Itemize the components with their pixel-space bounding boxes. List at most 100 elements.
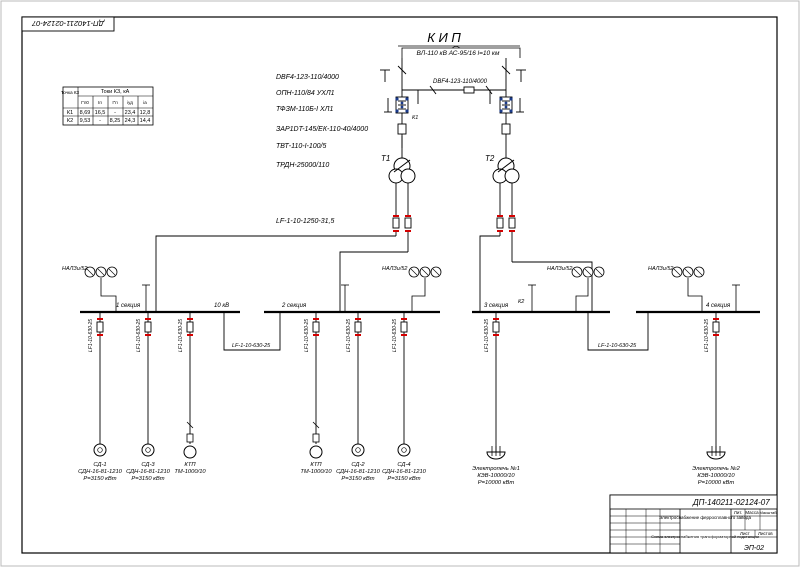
consumer-power: P=3150 кВт [387, 476, 420, 482]
equipment-labels: DBF4-123-110/4000 ОПН-110/84 УХЛ1 ТФЗМ-1… [276, 74, 368, 225]
vt-connections [100, 278, 740, 312]
feeder-breaker [492, 321, 500, 333]
t1-label: Т1 [381, 154, 390, 163]
feeder-red-mark [355, 318, 361, 320]
motor-symbol [93, 443, 107, 457]
feeder-1: LF1-10-630-25 [88, 312, 107, 457]
feeder-breaker [186, 321, 194, 333]
hv-bridge-breaker-label: DBF4-123-110/4000 [433, 79, 488, 85]
vt-label-1: НАЛЗи/52 [62, 266, 88, 272]
section-3-label: 3 секция [484, 303, 509, 309]
feeder-red-mark [313, 318, 319, 320]
section-4-label: 4 секция [706, 303, 731, 309]
top-code-box: ДП-140211-02124-07 [21, 16, 115, 32]
section-2-label: 2 секция [281, 303, 307, 309]
consumer-name: КТП [310, 462, 322, 468]
vt-label-4: НАЛЗи/52 [648, 266, 674, 272]
consumer-type: СДН-16-81-1210 [336, 469, 381, 475]
ktp-transformer-symbol [183, 445, 197, 459]
vt-labels: НАЛЗи/52 НАЛЗи/52 НАЛЗи/52 НАЛЗи/52 [62, 266, 674, 272]
consumer-power: P=3150 кВт [83, 476, 116, 482]
stamp-sheet-code: ЭП-02 [744, 545, 764, 552]
consumer-name: СД-1 [93, 462, 106, 468]
stamp-sheet: Лист [740, 531, 750, 536]
consumer-name: СД-4 [397, 462, 410, 468]
motor-symbol [141, 443, 155, 457]
sc-sub-1: Iп [98, 100, 102, 105]
stamp-mass: Масса [745, 510, 759, 515]
feeder-breaker [354, 321, 362, 333]
equip-label-ct: ТФЗМ-110Б-I ХЛ1 [276, 106, 333, 113]
sc-cell: 16,5 [95, 110, 106, 116]
incoming-line [401, 47, 521, 58]
line-spec: ВЛ-110 кВ АС-95/16 l=10 км [417, 50, 500, 57]
feeder-breaker [400, 321, 408, 333]
stamp-scale: Масштаб [759, 510, 777, 515]
consumer-type: СДН-16-81-1210 [78, 469, 123, 475]
stamp-title-sheet: Схема электроснабжения трансформаторной … [651, 534, 759, 539]
feeder-breaker-label: LF1-10-630-25 [392, 319, 398, 352]
vt-label-2: НАЛЗи/52 [382, 266, 408, 272]
consumer-name: Электропечь №2 [692, 466, 741, 472]
sc-sub-2: I"п [112, 100, 118, 105]
ktp-transformer-symbol [309, 445, 323, 459]
feeder-breaker-label: LF1-10-630-25 [346, 319, 352, 352]
sc-cell: 8,69 [80, 110, 91, 116]
feeder-red-mark [355, 334, 361, 336]
feeder-breaker [712, 321, 720, 333]
consumer-type: КЭВ-10000/10 [697, 473, 735, 479]
sc-cell: 23,4 [125, 110, 136, 116]
section-1-label: 1 секция [116, 303, 141, 309]
title-block-text: ДП-140211-02124-07 Электроснабжение ферр… [651, 498, 777, 552]
top-doc-code: ДП-140211-02124-07 [31, 19, 105, 28]
title-block [609, 494, 778, 554]
sc-cell: - [114, 110, 116, 116]
consumer-type: СДН-16-81-1210 [382, 469, 427, 475]
short-circuit-table: Точка КЗ Токи КЗ, кА I"п0 Iп I"п iуд iа … [61, 86, 154, 126]
sc-sub-0: I"п0 [81, 100, 89, 105]
sc-cell: К1 [67, 110, 73, 116]
equip-label-transformer: ТРДН-25000/110 [276, 162, 329, 169]
consumer-power: P=3150 кВт [341, 476, 374, 482]
feeder-breaker [312, 321, 320, 333]
feeder-breaker [144, 321, 152, 333]
sc-row-k2: К2 9,53 - 8,25 24,3 14,4 [67, 118, 150, 124]
sc-sub-3: iуд [127, 100, 133, 105]
sc-cell: К2 [67, 118, 73, 124]
feeder-7: LF1-10-630-25 [484, 312, 506, 460]
feeder-breaker [96, 321, 104, 333]
feeder-2: LF1-10-630-25 [136, 312, 155, 457]
equip-label-arrester: ОПН-110/84 УХЛ1 [276, 90, 335, 97]
hv-detail-dots [395, 97, 513, 113]
consumer-name: СД-3 [141, 462, 155, 468]
consumer-type: ТМ-1000/10 [174, 469, 206, 475]
feeder-red-mark [145, 318, 151, 320]
feeder-red-mark [401, 334, 407, 336]
sc-cell: 12,8 [140, 110, 151, 116]
feeder-breaker-label: LF1-10-630-25 [484, 319, 490, 352]
feeder-red-mark [97, 318, 103, 320]
sc-sub-4: iа [143, 100, 147, 105]
feeder-6: LF1-10-630-25 [392, 312, 411, 457]
drawing-frame [21, 16, 778, 554]
consumer-name: СД-2 [351, 462, 365, 468]
feeder-breaker-label: LF1-10-630-25 [178, 319, 184, 352]
sc-row-k1: К1 8,69 16,5 - 23,4 12,8 [67, 110, 150, 116]
feeder-breaker-label: LF1-10-630-25 [88, 319, 94, 352]
sectional-labels: LF-1-10-630-25 LF-1-10-630-25 [232, 343, 637, 349]
sc-cell: - [99, 118, 101, 124]
hv-section [380, 58, 526, 160]
sc-cell: 14,4 [140, 118, 151, 124]
sc-cell: 8,25 [110, 118, 121, 124]
vt-label-3: НАЛЗи/52 [547, 266, 573, 272]
feeder-red-mark [187, 318, 193, 320]
sectional-links [223, 312, 649, 351]
